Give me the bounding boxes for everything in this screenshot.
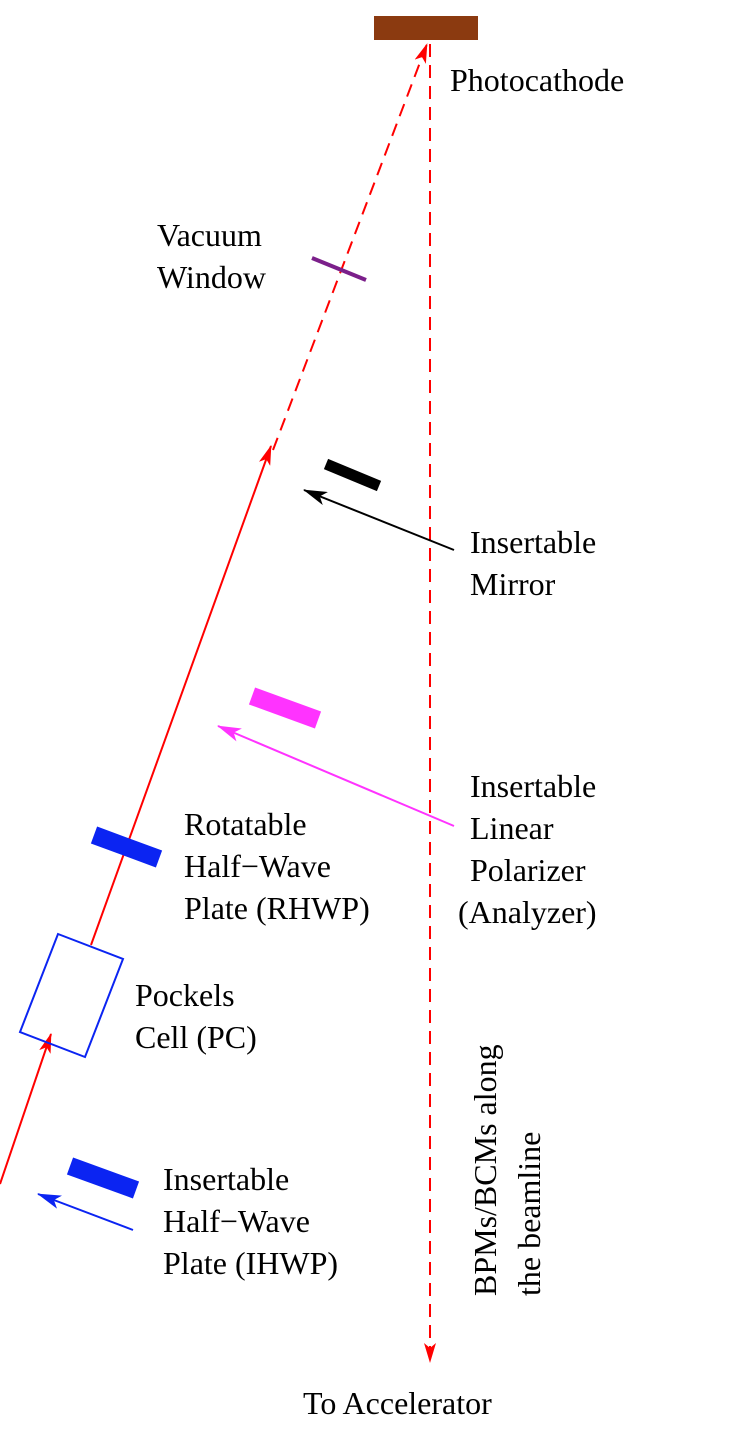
insertable-linear-polarizer [248,687,322,729]
photocathode-plate [374,16,478,40]
insertable-linear-polarizer-label: Insertable Linear Polarizer (Analyzer) [458,768,604,930]
insertable-half-wave-plate-label: Insertable Half−Wave Plate (IHWP) [163,1161,338,1281]
laser-beam-lower-segment [0,1033,52,1185]
polarizer-label-line-2: Linear [470,810,554,846]
polarizer-label-line-3: Polarizer [470,852,586,888]
rotatable-half-wave-plate [90,826,163,868]
pockels-cell-label: Pockels Cell (PC) [135,977,257,1055]
rhwp-label-line-1: Rotatable [184,806,307,842]
bpm-bcm-label-line-2: the beamline [511,1132,547,1296]
ihwp-label-line-2: Half−Wave [163,1203,310,1239]
pockels-cell [18,932,125,1059]
insertable-mirror-label: Insertable Mirror [470,524,604,602]
vacuum-window-label-line-1: Vacuum [157,217,262,253]
bpm-bcm-label-line-1: BPMs/BCMs along [467,1044,503,1296]
pockels-cell-label-line-1: Pockels [135,977,235,1013]
insertable-mirror-label-line-2: Mirror [470,566,556,602]
insertable-mirror [323,458,382,492]
photocathode-label: Photocathode [450,62,624,98]
rotatable-half-wave-plate-label: Rotatable Half−Wave Plate (RHWP) [184,806,370,926]
insertable-half-wave-plate [66,1157,140,1199]
insertable-mirror-arrow [303,489,455,551]
polarizer-label-line-1: Insertable [470,768,596,804]
insertable-mirror-label-line-1: Insertable [470,524,596,560]
laser-beam-upper-dashed-segment [272,43,428,451]
vacuum-window-label-line-2: Window [157,259,266,295]
pockels-cell-label-line-2: Cell (PC) [135,1019,257,1055]
rhwp-label-line-3: Plate (RHWP) [184,890,370,926]
ihwp-label-line-1: Insertable [163,1161,289,1197]
polarizer-label-line-4: (Analyzer) [458,894,597,930]
to-accelerator-label: To Accelerator [303,1385,492,1421]
insertable-half-wave-plate-arrow [37,1193,134,1231]
vacuum-window-label: Vacuum Window [157,217,270,295]
insertable-linear-polarizer-arrow [217,725,455,827]
vacuum-window [311,256,367,282]
ihwp-label-line-3: Plate (IHWP) [163,1245,338,1281]
rhwp-label-line-2: Half−Wave [184,848,331,884]
laser-beam-middle-segment [90,445,272,946]
